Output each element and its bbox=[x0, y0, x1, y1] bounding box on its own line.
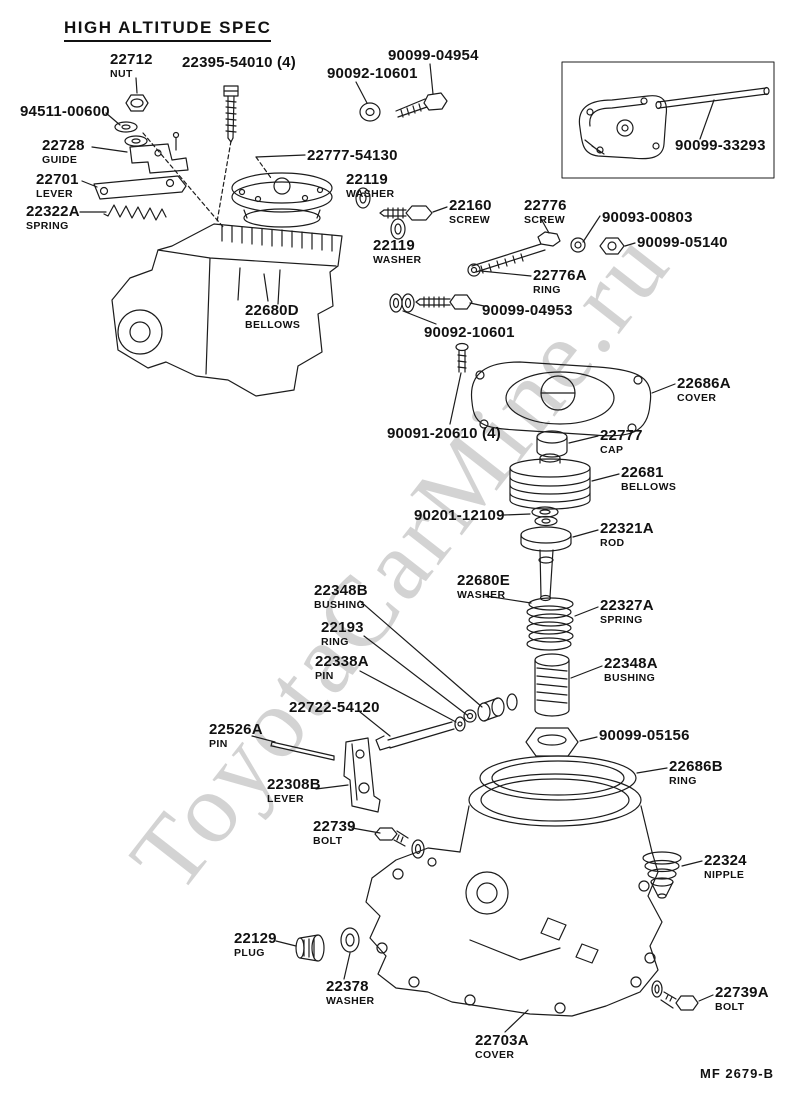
part-drawing-spring-22327a bbox=[526, 597, 574, 651]
part-drawing-plug-22129 bbox=[295, 934, 325, 962]
inset-box bbox=[561, 61, 775, 179]
part-label-90099-04953: 90099-04953 bbox=[482, 302, 573, 319]
part-drawing-cover-22686a bbox=[470, 361, 652, 437]
part-label-90099-05156: 90099-05156 bbox=[599, 727, 690, 744]
part-drawing-lever-22308b bbox=[343, 737, 381, 813]
page-title: HIGH ALTITUDE SPEC bbox=[64, 18, 272, 42]
part-label-90092-10601-b: 90092-10601 bbox=[424, 324, 515, 341]
part-label-90099-04954: 90099-04954 bbox=[388, 47, 479, 64]
part-drawing-bushing-22348b bbox=[477, 693, 518, 722]
part-label-90099-05140: 90099-05140 bbox=[637, 234, 728, 251]
part-drawing-washer-22378 bbox=[340, 927, 360, 953]
part-label-90099-33293: 90099-33293 bbox=[675, 137, 766, 154]
part-drawing-nut-90099-05140 bbox=[599, 237, 625, 255]
part-drawing-cover-22703a bbox=[365, 773, 663, 1017]
part-drawing-governor-housing bbox=[111, 172, 343, 397]
part-drawing-lever-22701 bbox=[93, 175, 187, 200]
part-drawing-bushing-22348a bbox=[534, 653, 570, 717]
part-label-90091-20610: 90091-20610 (4) bbox=[387, 425, 501, 442]
part-label-22395-54010: 22395-54010 (4) bbox=[182, 54, 296, 71]
part-drawing-bolt-22739a bbox=[651, 980, 699, 1011]
figure-code: MF 2679-B bbox=[700, 1066, 775, 1081]
part-drawing-guide-22728 bbox=[129, 131, 189, 174]
part-label-90093-00803: 90093-00803 bbox=[602, 209, 693, 226]
part-drawing-washers-90201 bbox=[531, 506, 559, 527]
part-drawing-rod-22722 bbox=[375, 721, 455, 751]
part-drawing-ring-22193 bbox=[463, 709, 477, 723]
part-drawing-bolt-90099-04954 bbox=[395, 92, 448, 118]
part-drawing-pin-22338a bbox=[454, 716, 466, 732]
part-drawing-washers-94511 bbox=[114, 121, 148, 147]
part-label-22777-54130: 22777-54130 bbox=[307, 147, 398, 164]
part-drawing-bolt-22739 bbox=[374, 827, 425, 859]
part-drawing-pin-22526a bbox=[270, 741, 335, 761]
part-drawing-nut-22712 bbox=[125, 94, 149, 112]
part-drawing-washers-90092-b bbox=[389, 293, 415, 313]
part-drawing-screw-22160 bbox=[379, 205, 433, 221]
part-drawing-ring-22686b bbox=[479, 755, 637, 801]
part-drawing-washer-90093 bbox=[570, 237, 586, 253]
part-drawing-nipple-22324 bbox=[642, 851, 682, 899]
part-drawing-washer-22119-a bbox=[355, 187, 371, 209]
part-drawing-bolt-22395 bbox=[223, 85, 239, 143]
part-label-90092-10601-a: 90092-10601 bbox=[327, 65, 418, 82]
part-drawing-rod-22321a bbox=[520, 526, 572, 602]
part-drawing-screw-90091 bbox=[455, 342, 469, 373]
part-drawing-nut-90099-05156 bbox=[525, 727, 579, 757]
part-drawing-bellows-22681 bbox=[509, 453, 591, 510]
part-label-22722-54120: 22722-54120 bbox=[289, 699, 380, 716]
part-drawing-cap-22777 bbox=[536, 430, 568, 458]
part-drawing-screw-22776 bbox=[471, 231, 561, 274]
part-drawing-ring-22776a bbox=[467, 263, 481, 277]
part-label-90201-12109: 90201-12109 bbox=[414, 507, 505, 524]
part-drawing-washer-90092-top bbox=[359, 102, 381, 122]
part-drawing-washer-22119-b bbox=[390, 218, 406, 240]
part-drawing-bolt-90099-04953 bbox=[415, 294, 473, 310]
part-label-94511-00600: 94511-00600 bbox=[20, 103, 110, 120]
part-drawing-spring-22322a bbox=[103, 204, 167, 221]
